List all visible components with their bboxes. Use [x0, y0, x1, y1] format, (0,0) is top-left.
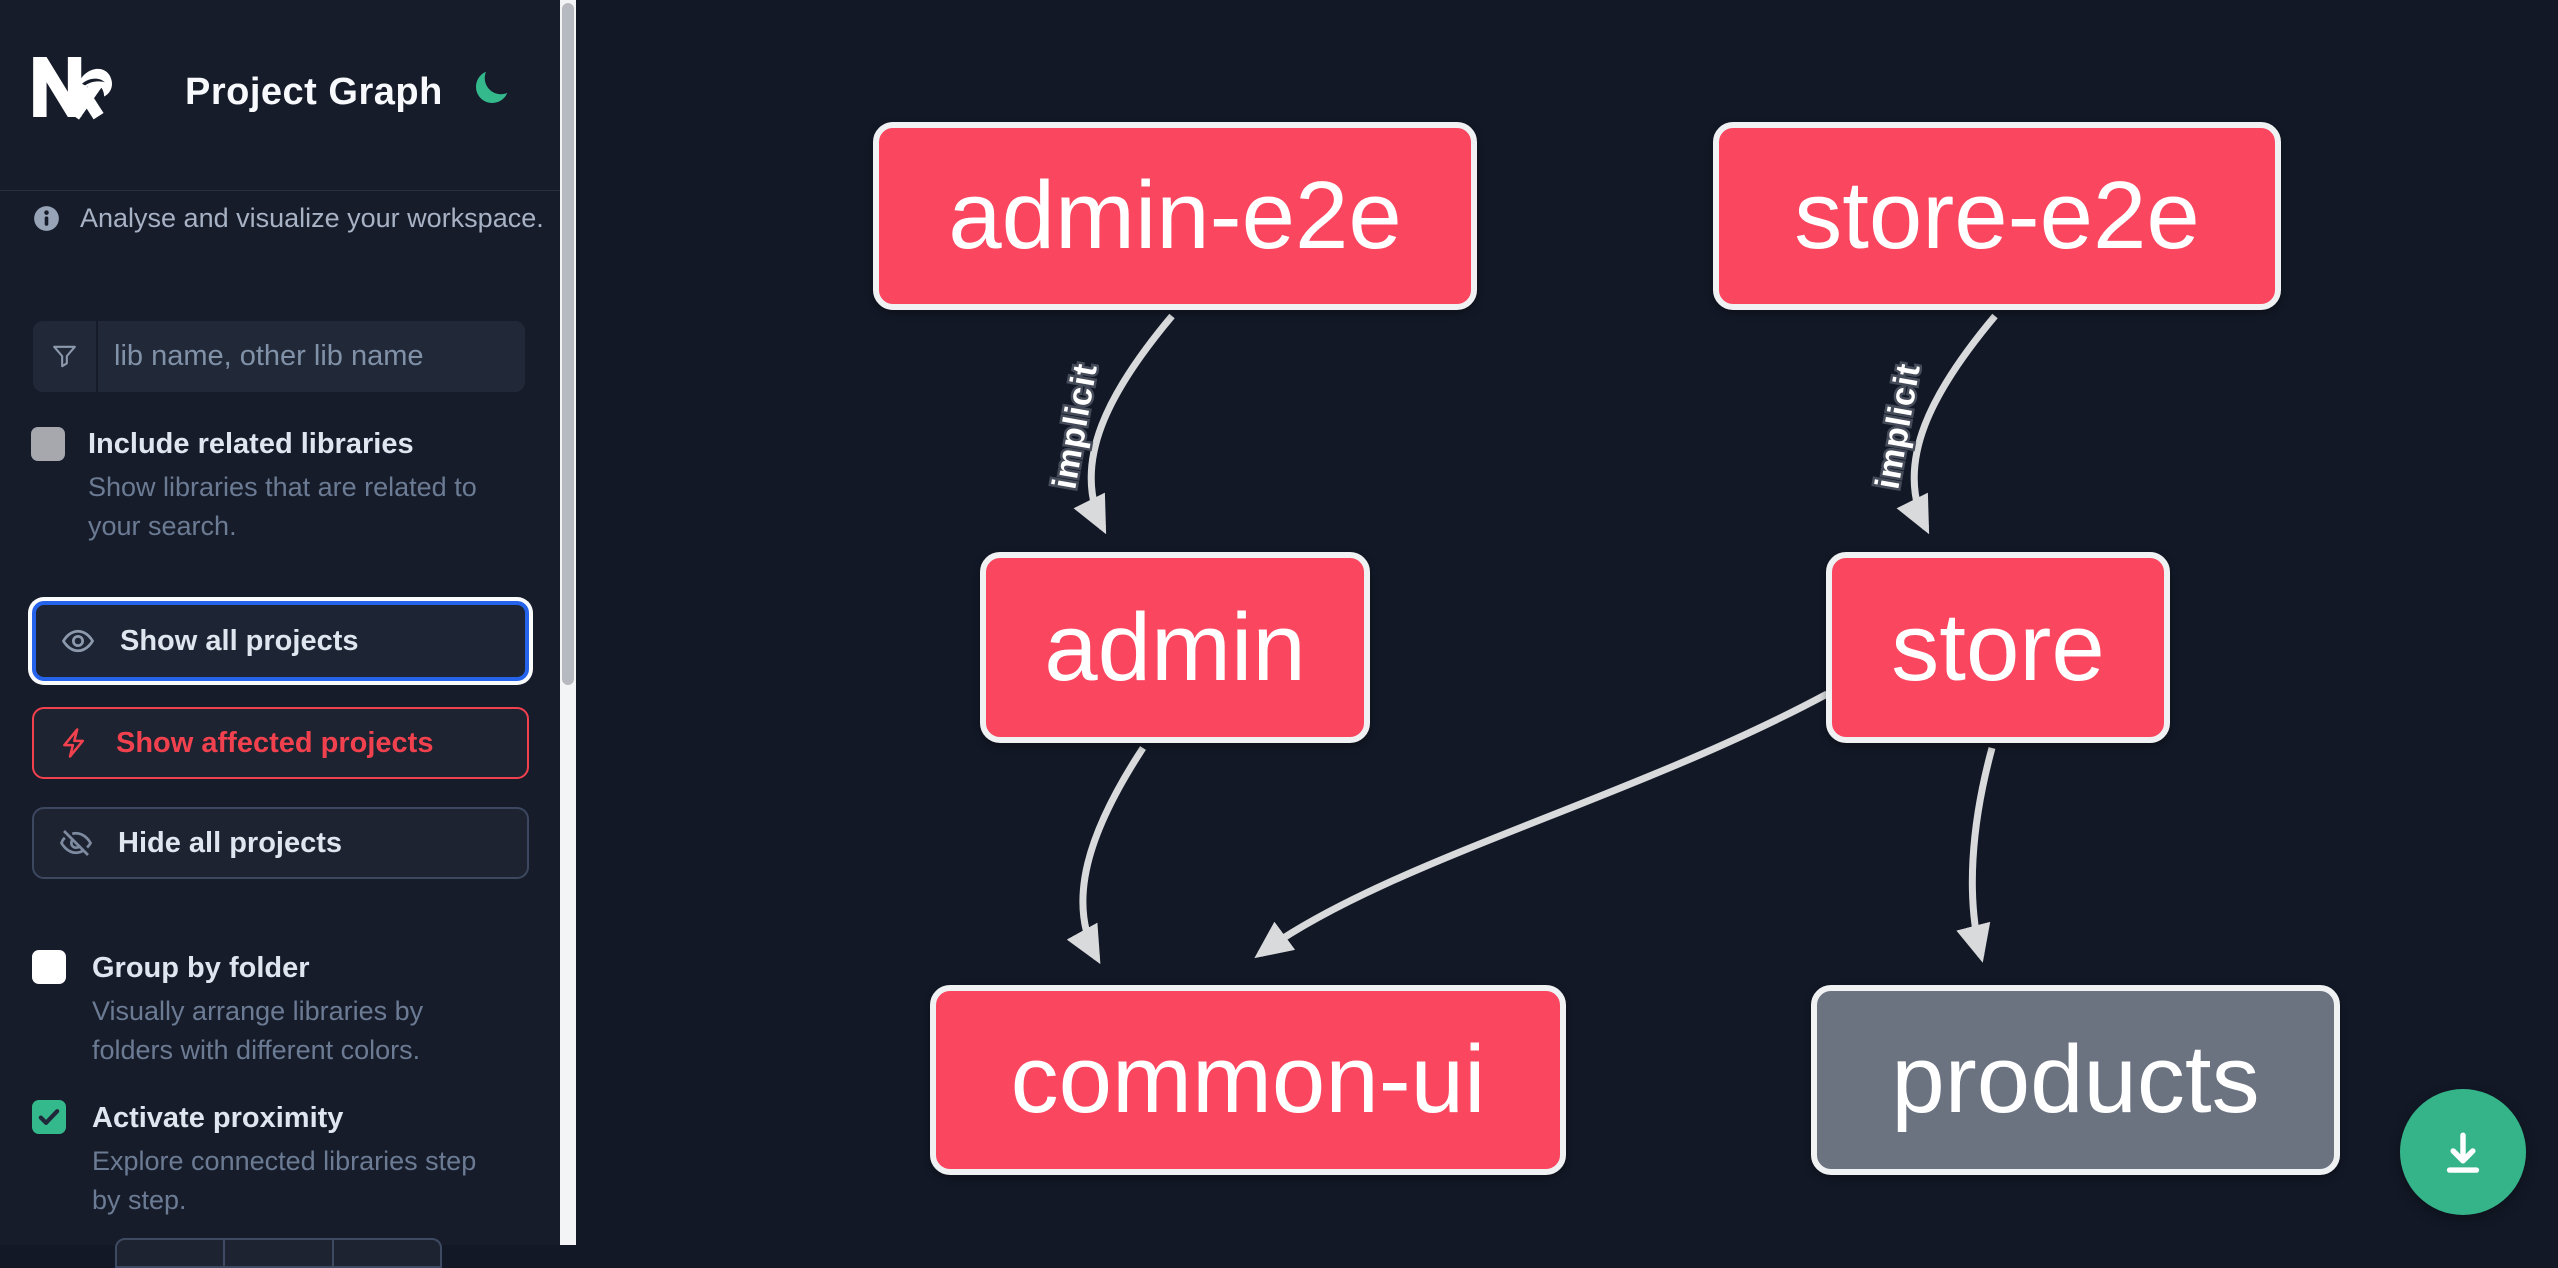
activate-proximity-checkbox[interactable] — [32, 1100, 66, 1134]
check-icon — [38, 1109, 60, 1125]
show-affected-projects-label: Show affected projects — [116, 726, 434, 759]
download-icon — [2446, 1132, 2480, 1173]
node-store[interactable]: store — [1826, 552, 2170, 743]
node-admin[interactable]: admin — [980, 552, 1370, 743]
hide-all-projects-label: Hide all projects — [118, 826, 343, 859]
hide-all-projects-button[interactable]: Hide all projects — [32, 807, 529, 879]
node-store-e2e[interactable]: store-e2e — [1713, 122, 2281, 310]
include-related-label: Include related libraries — [88, 428, 414, 460]
group-by-folder-label: Group by folder — [92, 952, 310, 984]
show-affected-projects-button[interactable]: Show affected projects — [32, 707, 529, 779]
segment-1[interactable] — [117, 1240, 223, 1266]
bolt-icon — [63, 728, 85, 758]
show-all-projects-button[interactable]: Show all projects — [32, 601, 529, 681]
search-box — [33, 321, 525, 392]
sidebar: Project Graph Analyse and visualize your… — [0, 0, 560, 1268]
eye-off-icon — [59, 830, 93, 856]
show-all-projects-label: Show all projects — [120, 624, 359, 657]
node-common-ui[interactable]: common-ui — [930, 985, 1566, 1175]
tagline-row: Analyse and visualize your workspace. — [33, 203, 544, 234]
node-products[interactable]: products — [1811, 985, 2340, 1175]
include-related-description: Show libraries that are related to your … — [88, 472, 477, 541]
theme-toggle-moon-icon[interactable] — [471, 68, 511, 108]
segment-2[interactable] — [223, 1240, 331, 1266]
sidebar-scrollbar-thumb[interactable] — [562, 3, 574, 685]
group-by-folder-description: Visually arrange libraries by folders wi… — [92, 996, 424, 1065]
include-related-checkbox[interactable] — [31, 427, 65, 461]
sidebar-scrollbar[interactable] — [560, 0, 576, 1245]
eye-icon — [61, 629, 95, 653]
activate-proximity-description: Explore connected libraries step by step… — [92, 1146, 477, 1215]
activate-proximity-label: Activate proximity — [92, 1102, 344, 1134]
node-admin-e2e[interactable]: admin-e2e — [873, 122, 1477, 310]
search-input[interactable] — [98, 321, 525, 392]
sidebar-header: Project Graph — [0, 0, 560, 191]
tagline-text: Analyse and visualize your workspace. — [80, 203, 544, 233]
bottom-segmented-control[interactable] — [115, 1238, 442, 1268]
info-icon — [34, 206, 59, 231]
page-title: Project Graph — [185, 71, 443, 113]
segment-3[interactable] — [331, 1240, 440, 1266]
funnel-icon — [33, 321, 98, 392]
download-fab-button[interactable] — [2400, 1089, 2526, 1215]
nx-logo-icon — [33, 57, 112, 120]
group-by-folder-checkbox[interactable] — [32, 950, 66, 984]
